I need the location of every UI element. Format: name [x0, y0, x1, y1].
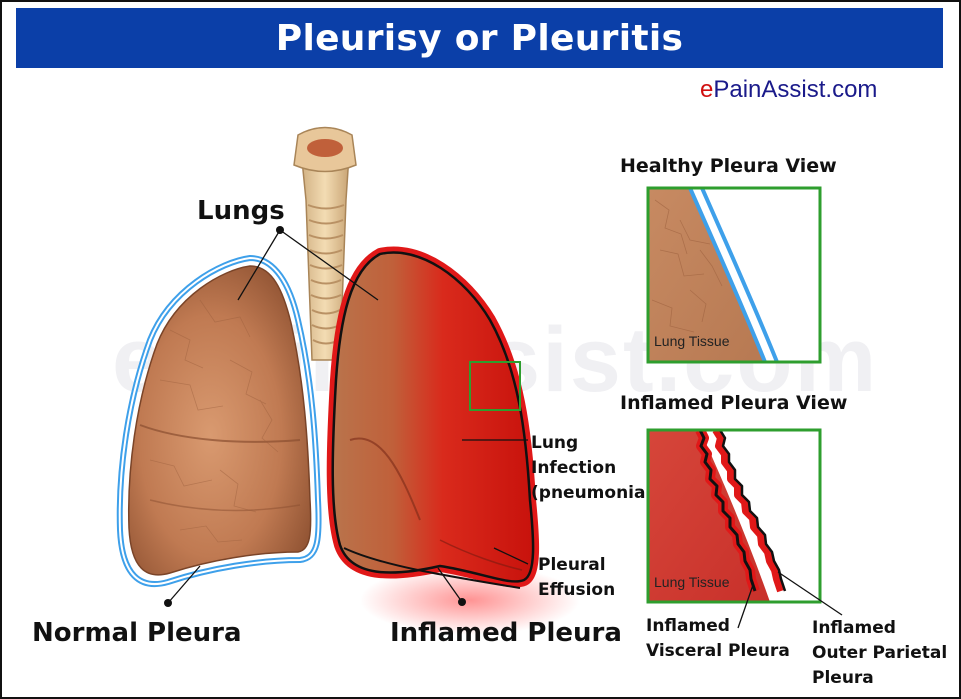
label-inflamed-visceral-pleura: Inflamed Visceral Pleura [646, 614, 790, 664]
label-parietal-line2: Outer Parietal [812, 641, 947, 666]
inflamed-view-title: Inflamed Pleura View [620, 392, 847, 414]
normal-lung [120, 258, 319, 584]
label-normal-pleura: Normal Pleura [32, 618, 242, 648]
label-lung-infection-line3: (pneumonia [531, 481, 645, 506]
label-pleural-effusion: Pleural Effusion [538, 553, 615, 603]
label-pleural-effusion-line1: Pleural [538, 553, 615, 578]
label-visceral-line2: Visceral Pleura [646, 639, 790, 664]
label-parietal-line3: Pleura [812, 666, 947, 691]
healthy-view-tissue-label: Lung Tissue [654, 333, 730, 349]
label-visceral-line1: Inflamed [646, 614, 790, 639]
label-inflamed-pleura: Inflamed Pleura [390, 618, 622, 648]
healthy-view-title: Healthy Pleura View [620, 155, 837, 177]
label-parietal-line1: Inflamed [812, 616, 947, 641]
inflamed-view-tissue-label: Lung Tissue [654, 574, 730, 590]
label-pleural-effusion-line2: Effusion [538, 578, 615, 603]
label-lungs: Lungs [197, 196, 285, 226]
label-lung-infection-line1: Lung [531, 431, 645, 456]
label-inflamed-parietal-pleura: Inflamed Outer Parietal Pleura [812, 616, 947, 691]
label-lung-infection-line2: Infection [531, 456, 645, 481]
inflamed-lung [333, 253, 533, 588]
label-lung-infection: Lung Infection (pneumonia [531, 431, 645, 506]
